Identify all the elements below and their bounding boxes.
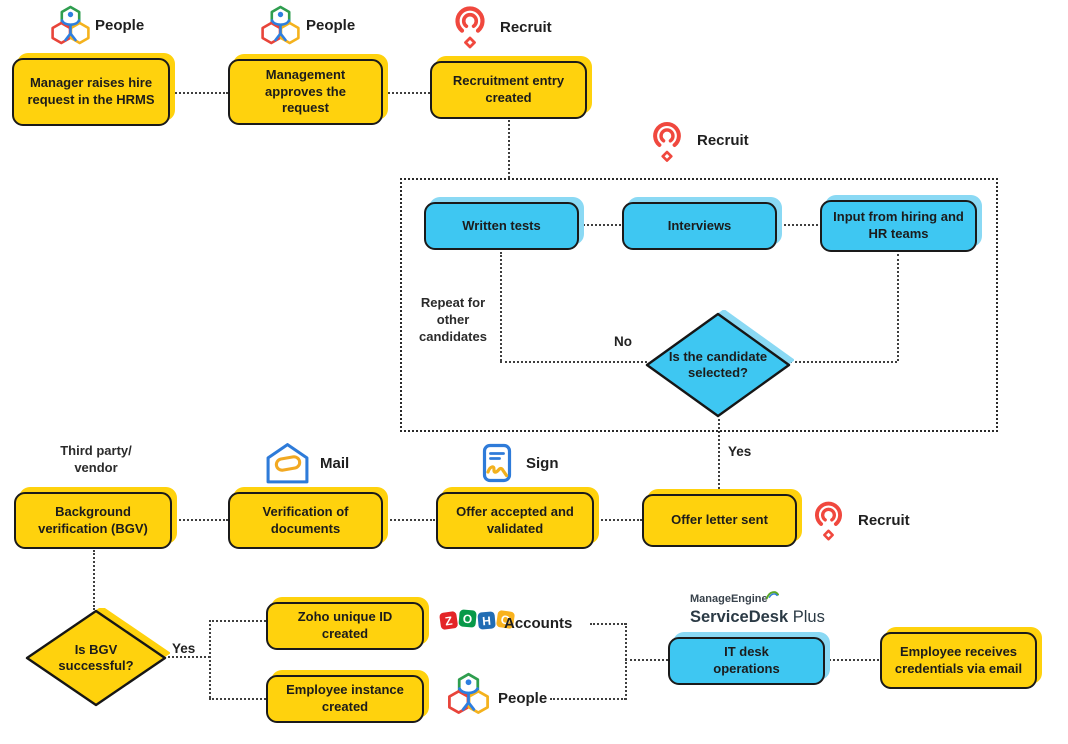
connector bbox=[594, 519, 642, 521]
connector bbox=[383, 92, 430, 94]
recruit-label-3: Recruit bbox=[858, 512, 910, 529]
connector bbox=[209, 620, 266, 622]
mail-label: Mail bbox=[320, 455, 350, 472]
people-label-1: People bbox=[95, 17, 145, 34]
people-label-3: People bbox=[498, 690, 548, 707]
decision-candidate-selected: Is the candidate selected? bbox=[642, 309, 795, 420]
plus-text: Plus bbox=[792, 608, 825, 626]
zoho-people-icon bbox=[261, 5, 300, 45]
connector bbox=[558, 224, 621, 226]
connector bbox=[172, 519, 228, 521]
zoho-sign-icon bbox=[482, 443, 512, 483]
decision-bgv-successful: Is BGV successful? bbox=[22, 606, 171, 708]
zoho-tile-h: H bbox=[477, 611, 496, 630]
decision-text: Is BGV successful? bbox=[58, 641, 134, 673]
flow-box-zoho-unique-id: Zoho unique ID created bbox=[266, 602, 424, 650]
flow-box-interviews: Interviews bbox=[622, 202, 777, 250]
zoho-people-icon bbox=[448, 672, 489, 714]
connector-yes bbox=[718, 414, 720, 493]
manageengine-servicedesk-logo: ManageEngine ServiceDesk Plus bbox=[690, 589, 825, 627]
manageengine-text: ManageEngine bbox=[690, 593, 768, 605]
connector bbox=[93, 550, 95, 610]
connector bbox=[500, 252, 502, 361]
flow-box-it-desk-operations: IT desk operations bbox=[668, 637, 825, 685]
zoho-recruit-icon bbox=[653, 122, 681, 162]
decision-text: Is the candidate selected? bbox=[668, 348, 768, 380]
flow-box-employee-instance: Employee instance created bbox=[266, 675, 424, 723]
people-label-2: People bbox=[306, 17, 356, 34]
flow-box-manager-request: Manager raises hire request in the HRMS bbox=[12, 58, 170, 126]
flow-box-management-approves: Management approves the request bbox=[228, 59, 383, 125]
zoho-recruit-icon bbox=[455, 6, 485, 49]
connector bbox=[779, 224, 818, 226]
flow-box-recruitment-entry: Recruitment entry created bbox=[430, 61, 587, 119]
connector bbox=[625, 623, 627, 700]
zoho-recruit-icon bbox=[815, 501, 842, 541]
zoho-logo: Z O H O bbox=[439, 609, 516, 631]
connector bbox=[829, 659, 879, 661]
connector bbox=[209, 698, 266, 700]
flow-box-employee-credentials: Employee receives credentials via email bbox=[880, 632, 1037, 689]
flow-box-verification-documents: Verification of documents bbox=[228, 492, 383, 549]
recruit-label-2: Recruit bbox=[697, 132, 749, 149]
connector bbox=[172, 92, 228, 94]
connector bbox=[550, 698, 626, 700]
manageengine-swoosh-icon bbox=[765, 591, 779, 599]
connector bbox=[790, 361, 897, 363]
accounts-label: Accounts bbox=[504, 615, 573, 632]
sign-label: Sign bbox=[526, 455, 559, 472]
flow-box-offer-letter-sent: Offer letter sent bbox=[642, 494, 797, 547]
zoho-tile-z: Z bbox=[439, 610, 459, 631]
connector bbox=[383, 519, 435, 521]
yes-label-bgv: Yes bbox=[172, 641, 196, 656]
connector bbox=[590, 623, 626, 625]
selection-loop-region bbox=[400, 178, 998, 432]
flow-box-background-verification: Background verification (BGV) bbox=[14, 492, 172, 549]
yes-label-selection: Yes bbox=[728, 444, 752, 459]
connector bbox=[508, 120, 510, 178]
connector-yes bbox=[168, 656, 210, 658]
flow-box-written-tests: Written tests bbox=[424, 202, 579, 250]
zoho-mail-icon bbox=[266, 443, 309, 484]
connector bbox=[500, 361, 647, 363]
no-label: No bbox=[614, 334, 632, 349]
connector bbox=[625, 659, 668, 661]
connector bbox=[209, 620, 211, 698]
zoho-tile-o1: O bbox=[458, 609, 477, 628]
flow-box-offer-accepted: Offer accepted and validated bbox=[436, 492, 594, 549]
connector bbox=[897, 254, 899, 361]
third-party-note: Third party/ vendor bbox=[60, 443, 132, 475]
servicedesk-text: ServiceDesk bbox=[690, 608, 789, 626]
recruit-label-1: Recruit bbox=[500, 19, 552, 36]
zoho-people-icon bbox=[51, 5, 90, 45]
flow-box-input-hiring-hr: Input from hiring and HR teams bbox=[820, 200, 977, 252]
repeat-note: Repeat for other candidates bbox=[419, 295, 487, 344]
